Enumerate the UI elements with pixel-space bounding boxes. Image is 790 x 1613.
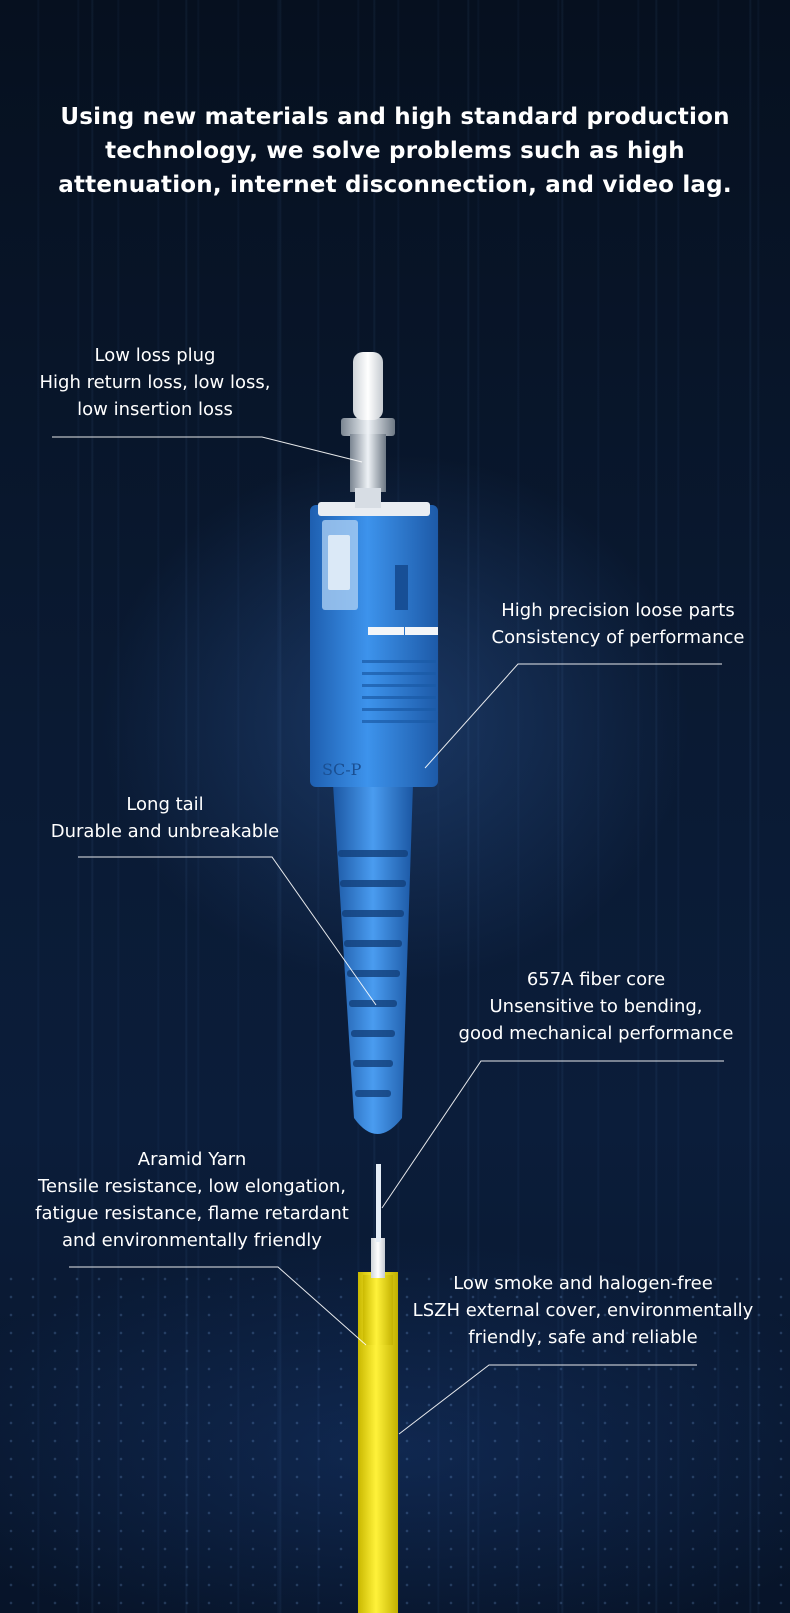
callout-precision-parts: High precision loose parts Consistency o… bbox=[470, 597, 766, 651]
callout-line: Durable and unbreakable bbox=[50, 821, 280, 842]
callout-line: fatigue resistance, flame retardant bbox=[35, 1203, 349, 1224]
callout-lszh-cover: Low smoke and halogen-free LSZH external… bbox=[398, 1270, 768, 1351]
callout-line: and environmentally friendly bbox=[62, 1230, 322, 1251]
aramid-sleeve bbox=[363, 1275, 393, 1345]
connector-marking: SC-P bbox=[322, 760, 362, 779]
callout-aramid-yarn: Aramid Yarn Tensile resistance, low elon… bbox=[14, 1146, 370, 1254]
leader-line-low-loss-plug bbox=[52, 436, 363, 463]
fiber-core bbox=[376, 1164, 381, 1242]
callout-line: Tensile resistance, low elongation, bbox=[38, 1176, 346, 1197]
callout-line: Unsensitive to bending, bbox=[489, 996, 703, 1017]
callout-line: friendly, safe and reliable bbox=[468, 1327, 698, 1348]
callout-title: Long tail bbox=[126, 794, 204, 815]
fiber-buffer bbox=[371, 1238, 385, 1278]
callout-title: Low loss plug bbox=[94, 345, 216, 366]
leader-line-aramid-yarn bbox=[69, 1266, 367, 1346]
callout-title: 657A fiber core bbox=[526, 969, 666, 990]
callout-fiber-core: 657A fiber core Unsensitive to bending, … bbox=[438, 966, 754, 1047]
ferrule-holder bbox=[341, 418, 395, 436]
leader-line-precision-parts bbox=[424, 663, 722, 769]
connector-boot bbox=[333, 784, 413, 1134]
callout-line: LSZH external cover, environmentally bbox=[412, 1300, 754, 1321]
callout-title: Aramid Yarn bbox=[137, 1149, 247, 1170]
callout-line: good mechanical performance bbox=[458, 1023, 734, 1044]
callout-title: Low smoke and halogen-free bbox=[453, 1273, 713, 1294]
boot-ribs bbox=[338, 850, 408, 1097]
headline: Using new materials and high standard pr… bbox=[58, 104, 732, 198]
callout-line: low insertion loss bbox=[77, 399, 233, 420]
leader-line-fiber-core bbox=[381, 1060, 724, 1209]
callout-line: Consistency of performance bbox=[491, 627, 745, 648]
leader-line-lszh-cover bbox=[398, 1364, 697, 1435]
callout-line: High return loss, low loss, bbox=[39, 372, 271, 393]
callout-title: High precision loose parts bbox=[501, 600, 735, 621]
leader-line-long-tail bbox=[78, 856, 377, 1006]
callout-long-tail: Long tail Durable and unbreakable bbox=[30, 791, 300, 845]
callout-low-loss-plug: Low loss plug High return loss, low loss… bbox=[18, 342, 292, 423]
ceramic-ferrule bbox=[353, 352, 383, 420]
